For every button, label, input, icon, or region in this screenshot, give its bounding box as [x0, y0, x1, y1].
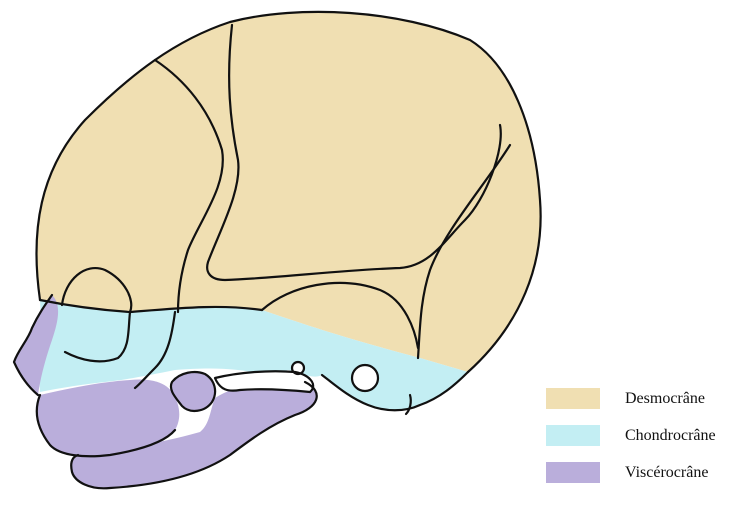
legend-label-desmocrane: Desmocrâne — [625, 390, 705, 408]
legend-label-viscerocrane: Viscérocrâne — [625, 464, 708, 482]
legend-swatch-viscerocrane — [546, 462, 600, 483]
legend-label-chondrocrane: Chondrocrâne — [625, 427, 716, 445]
legend-swatch-chondrocrane — [546, 425, 600, 446]
legend-item-viscerocrane: Viscérocrâne — [546, 462, 751, 499]
legend: Desmocrâne Chondrocrâne Viscérocrâne — [546, 388, 751, 499]
legend-swatch-desmocrane — [546, 388, 600, 409]
legend-item-chondrocrane: Chondrocrâne — [546, 425, 751, 462]
legend-item-desmocrane: Desmocrâne — [546, 388, 751, 425]
